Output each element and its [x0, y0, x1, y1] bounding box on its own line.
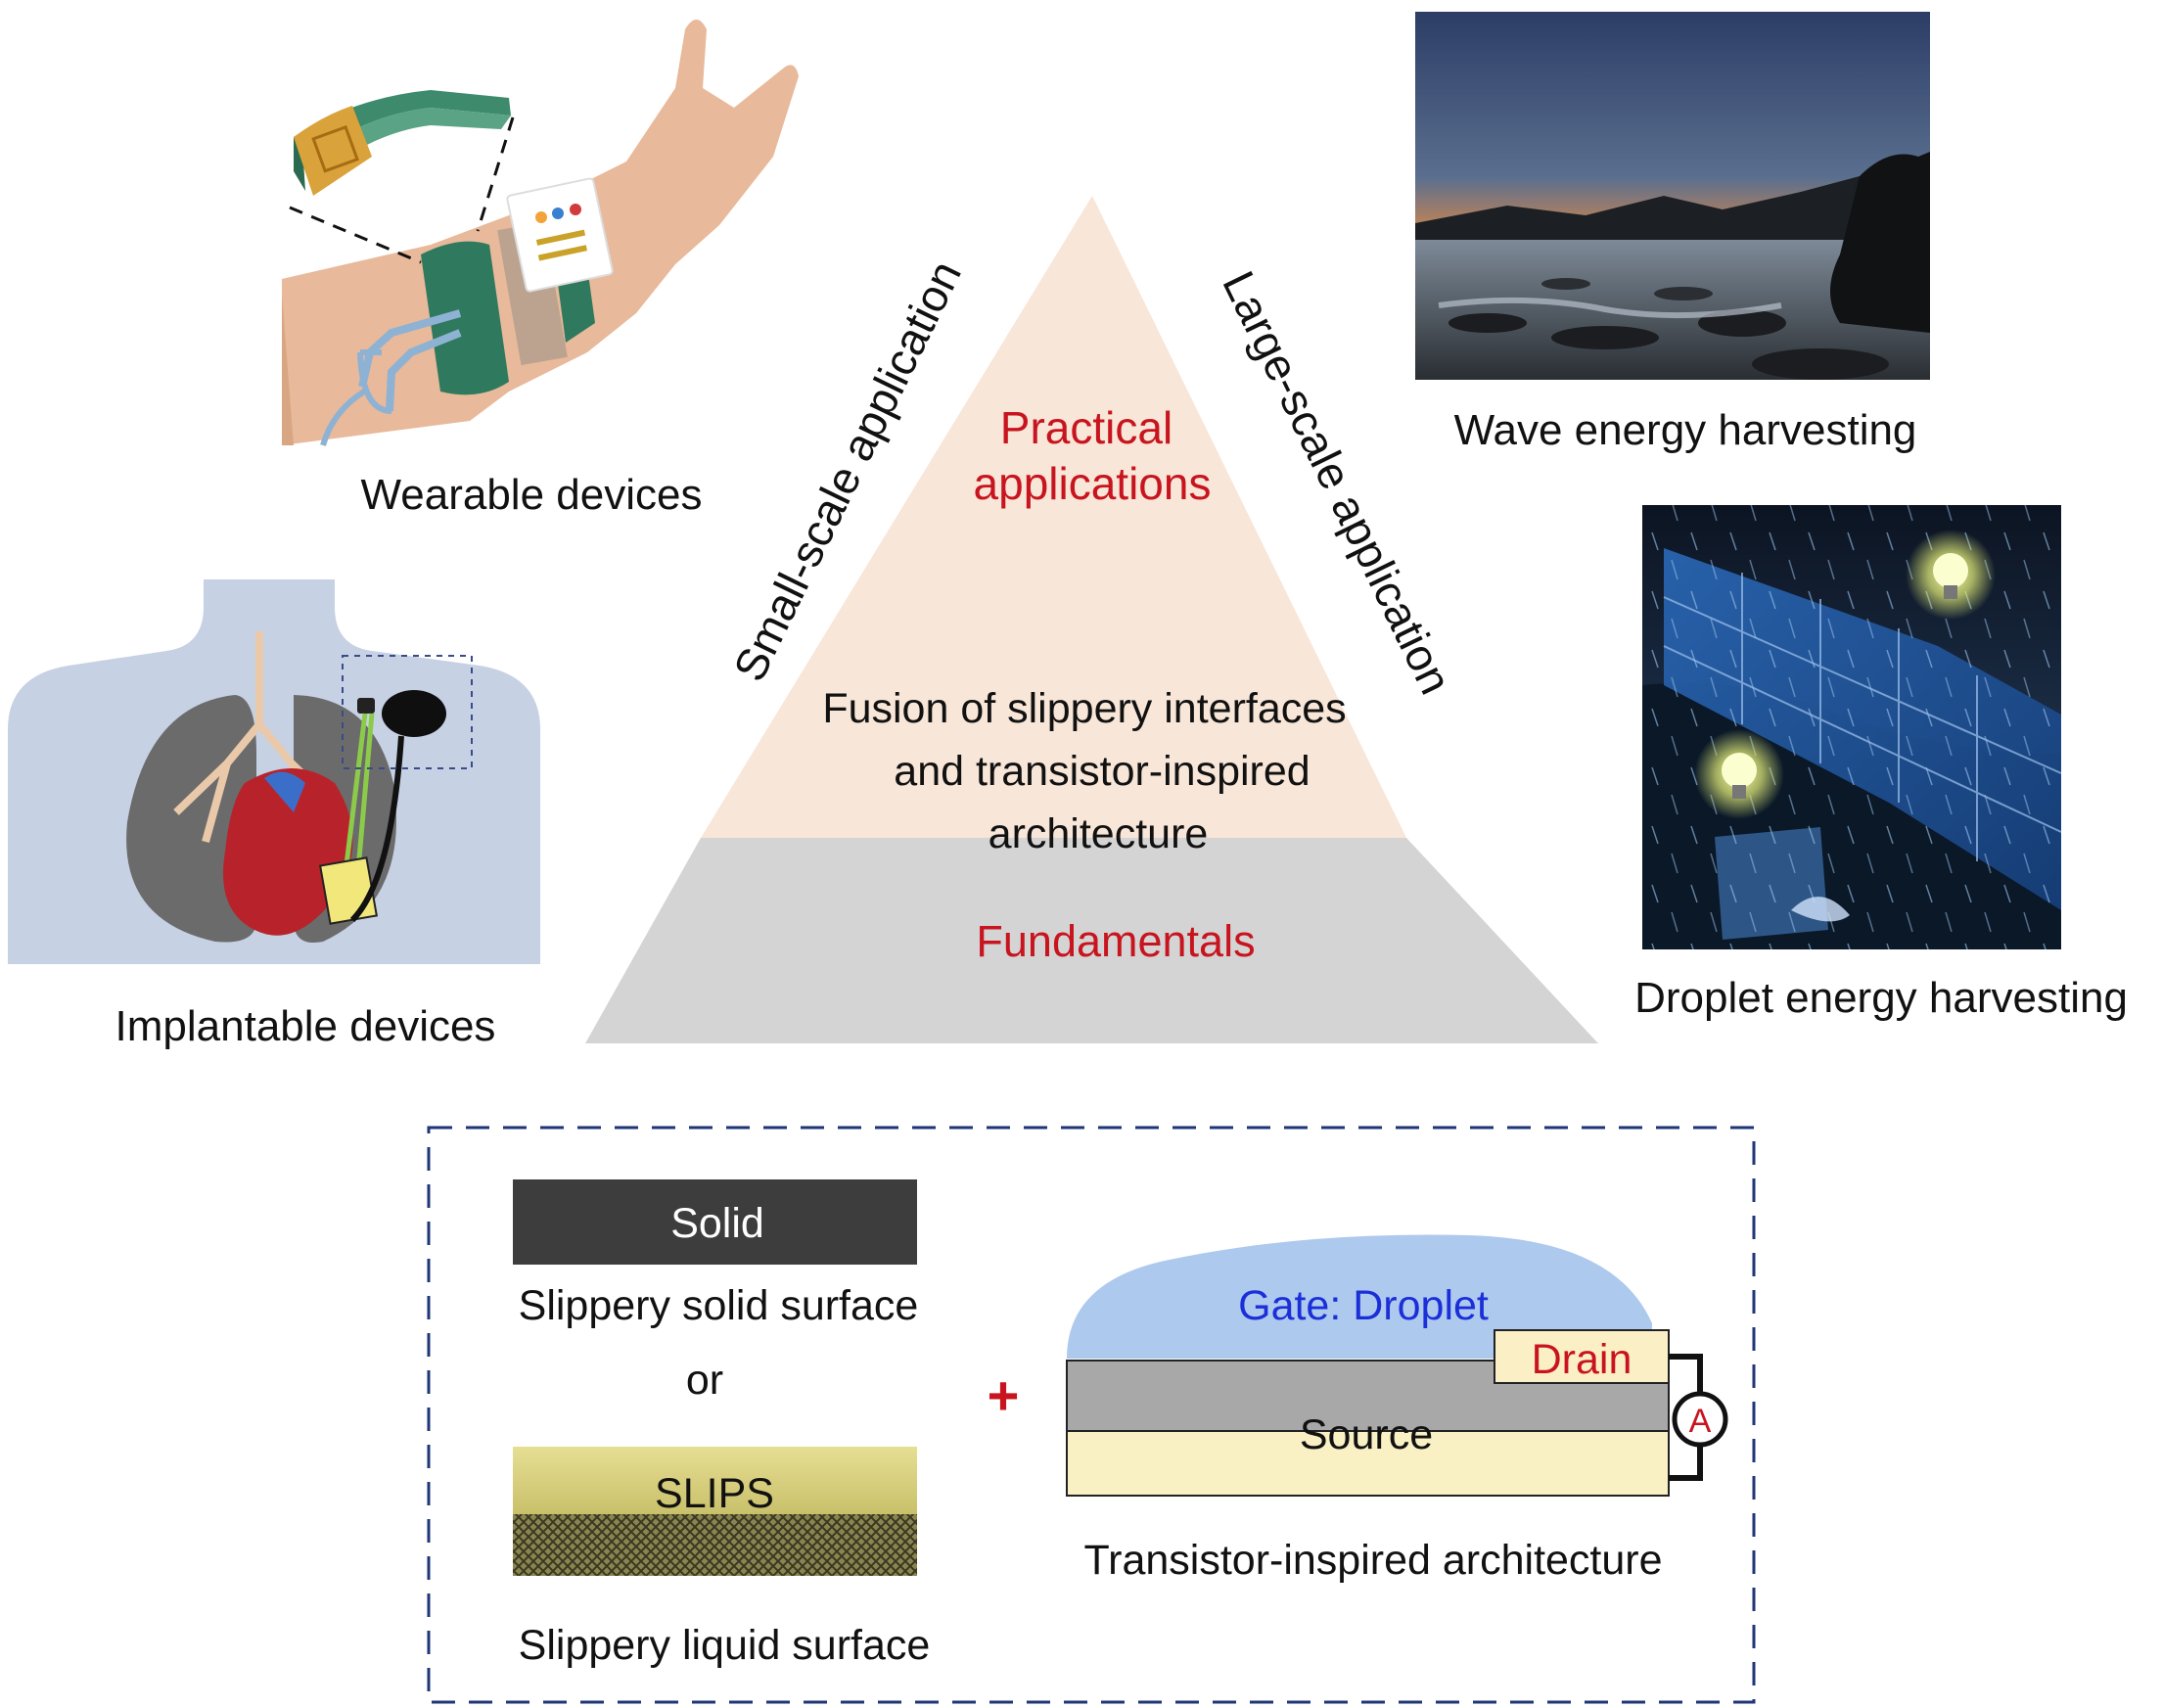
- ammeter-label: A: [1689, 1403, 1712, 1440]
- droplet-energy-caption: Droplet energy harvesting: [1634, 974, 2128, 1022]
- pyramid-base-label: Fundamentals: [976, 916, 1255, 966]
- inset-dashed-frame: [427, 1126, 1756, 1704]
- gate-droplet-label: Gate: Droplet: [1238, 1282, 1489, 1329]
- wrist-sensor-patch: [506, 177, 614, 293]
- implantable-devices-caption: Implantable devices: [115, 1002, 496, 1050]
- pyramid-top-section: [701, 196, 1406, 838]
- flexible-circuit-zoom: [294, 90, 511, 196]
- source-label: Source: [1300, 1411, 1433, 1458]
- ammeter-circuit-wire: [1669, 1354, 1703, 1481]
- solid-block-label: Solid: [670, 1200, 764, 1247]
- pyramid-top-label-line1: Practical: [1000, 402, 1172, 453]
- plus-sign: +: [988, 1364, 1020, 1426]
- gate-droplet-shape: [1067, 1234, 1652, 1359]
- solid-block: [513, 1179, 917, 1265]
- drain-electrode: [1494, 1329, 1670, 1384]
- implantable-device-illustration: [8, 579, 540, 964]
- pyramid-base-section: [585, 838, 1598, 1043]
- slippery-solid-caption: Slippery solid surface: [519, 1282, 919, 1329]
- wearable-device-illustration: [282, 20, 799, 446]
- pyramid-middle-label-line3: architecture: [989, 810, 1209, 857]
- slips-block-label: SLIPS: [655, 1470, 774, 1517]
- drain-label: Drain: [1532, 1336, 1632, 1383]
- pyramid-top-label-line2: applications: [974, 458, 1212, 509]
- wave-energy-caption: Wave energy harvesting: [1454, 406, 1917, 454]
- source-layer-bottom: [1066, 1430, 1670, 1497]
- or-text: or: [686, 1357, 723, 1404]
- transistor-architecture-caption: Transistor-inspired architecture: [1083, 1537, 1662, 1584]
- ammeter-symbol: [1672, 1391, 1728, 1448]
- transistor-architecture-diagram: [1066, 1234, 1728, 1497]
- wave-energy-photo: [1415, 12, 1930, 380]
- droplet-energy-photo: [1642, 505, 2062, 949]
- pyramid-middle-label-line1: Fusion of slippery interfaces: [822, 685, 1346, 732]
- wearable-devices-caption: Wearable devices: [361, 471, 703, 519]
- slips-block: [513, 1447, 917, 1576]
- slippery-liquid-caption: Slippery liquid surface: [519, 1622, 931, 1669]
- pyramid-middle-label-line2: and transistor-inspired: [894, 748, 1310, 795]
